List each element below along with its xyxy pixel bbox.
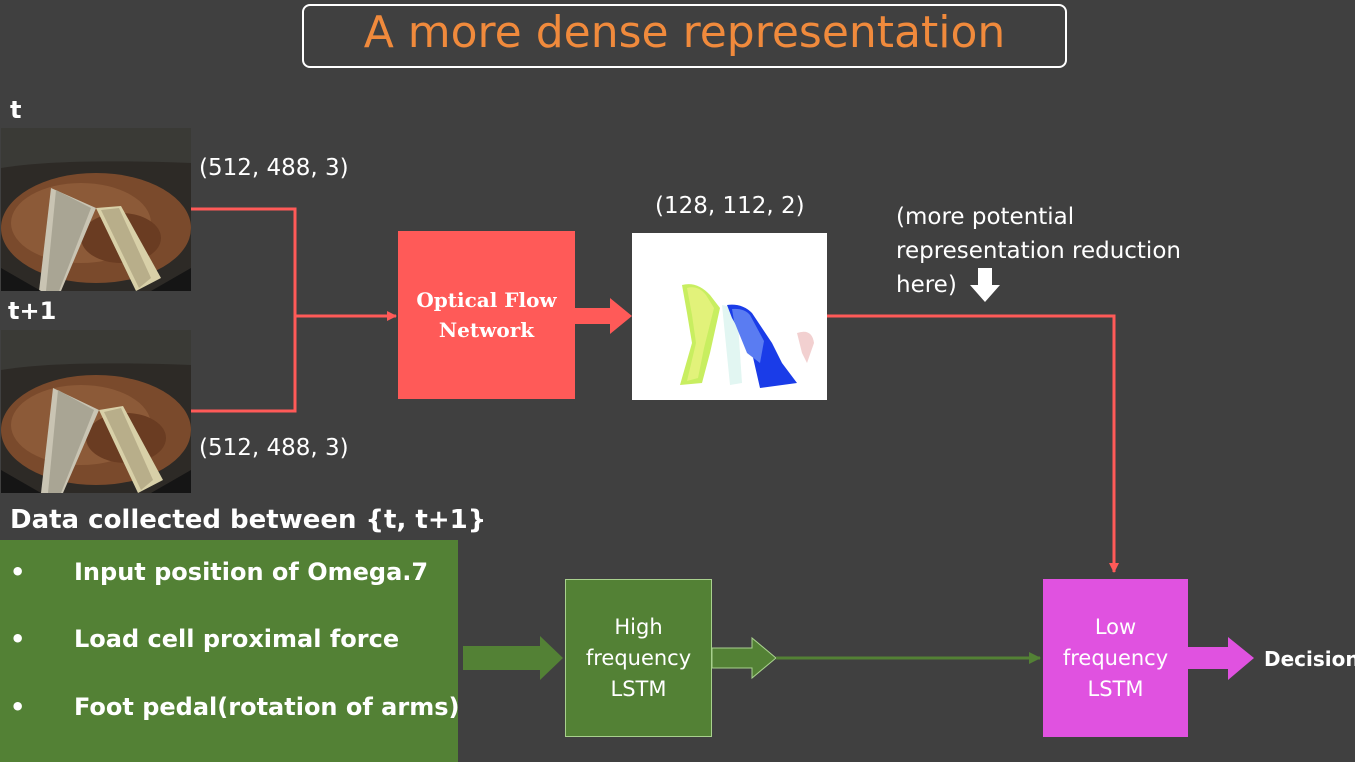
flow-to-lf-connector [827, 314, 1119, 573]
lf-to-decision-arrow [1188, 637, 1254, 680]
frame-t-connector [191, 207, 297, 413]
data-section-heading: Data collected between {t, t+1} [10, 505, 487, 535]
reduction-note: (more potential representation reduction… [896, 204, 1181, 298]
slide-title: A more dense representation [363, 7, 1006, 58]
optical-flow-image [632, 233, 827, 400]
data-to-hf-arrow [463, 636, 563, 680]
bullet-icon: • [10, 558, 26, 586]
low-frequency-lstm-label: Low frequency LSTM [1062, 614, 1169, 701]
frame-t-dims: (512, 488, 3) [199, 155, 349, 181]
flow-output-dims: (128, 112, 2) [655, 193, 805, 219]
data-panel: • Input position of Omega.7 • Load cell … [0, 540, 460, 762]
data-item-label: Foot pedal(rotation of arms) [74, 693, 460, 721]
ofn-to-flow-arrow [575, 298, 632, 334]
decision-label: Decision [1264, 647, 1355, 671]
data-item-label: Input position of Omega.7 [74, 558, 429, 586]
frame-t-label: t [10, 96, 22, 124]
high-frequency-lstm-box: High frequency LSTM [565, 579, 712, 737]
hf-out-arrow [711, 636, 777, 680]
bullet-icon: • [10, 625, 26, 653]
frame-t1-dims: (512, 488, 3) [199, 435, 349, 461]
frame-t1-image [1, 330, 191, 493]
reduction-down-arrow [970, 268, 1000, 302]
bullet-icon: • [10, 693, 26, 721]
optical-flow-network-label: Optical Flow Network [416, 288, 557, 342]
optical-flow-network-box: Optical Flow Network [398, 231, 575, 399]
frame-t-image [1, 128, 191, 291]
high-frequency-lstm-label: High frequency LSTM [585, 614, 692, 701]
data-item-label: Load cell proximal force [74, 625, 400, 653]
frame-t1-label: t+1 [8, 297, 57, 325]
low-frequency-lstm-box: Low frequency LSTM [1043, 579, 1188, 737]
title-box: A more dense representation [302, 4, 1067, 68]
